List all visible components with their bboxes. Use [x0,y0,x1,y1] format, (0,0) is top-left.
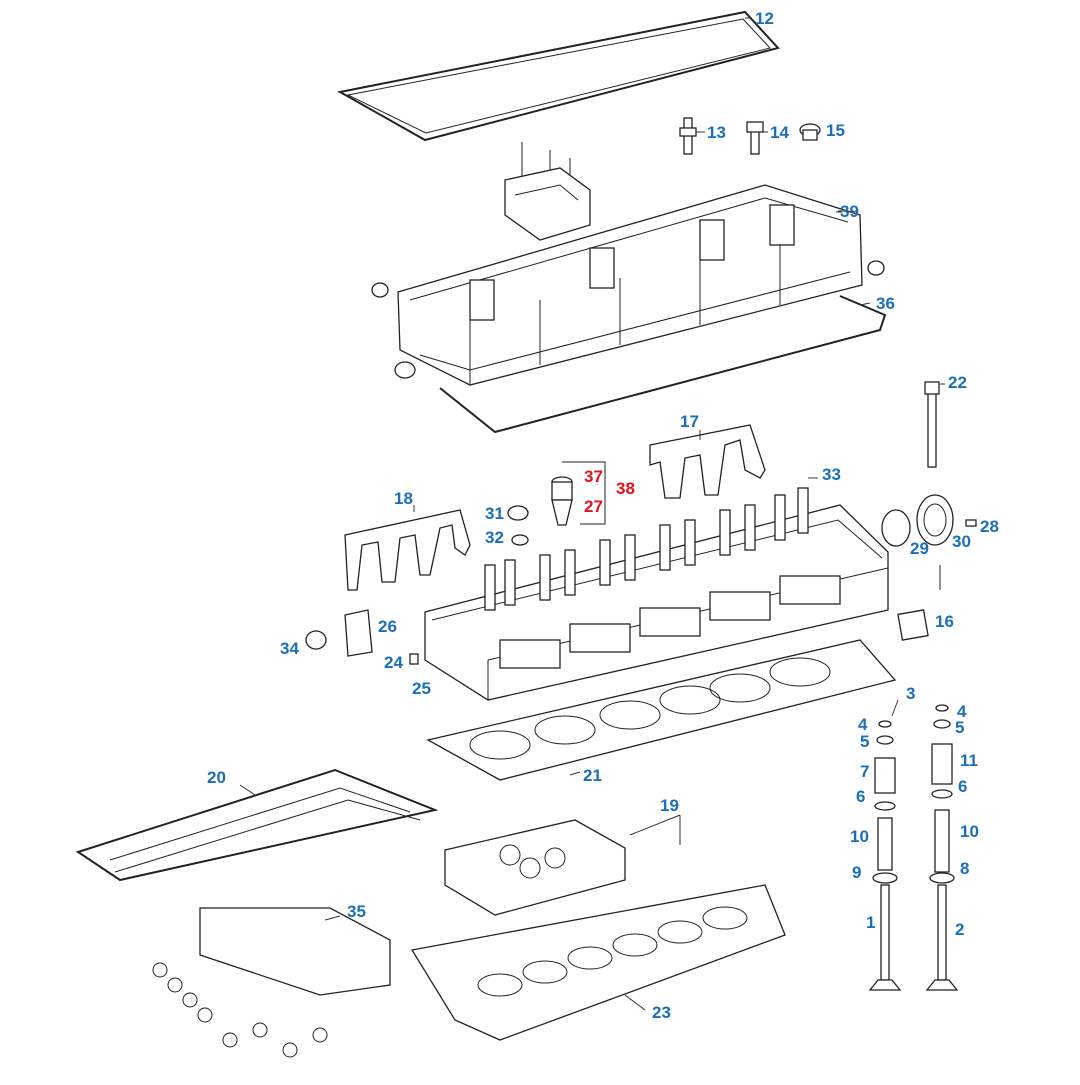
gasket-26 [344,609,373,657]
plug-24 [409,653,419,665]
plug-15 [799,123,821,141]
callout-7: 7 [860,762,869,781]
callout-4a: 4 [858,715,868,734]
callout-3: 3 [906,684,915,703]
sensor-14 [746,121,768,155]
callout-37: 37 [584,467,603,486]
callout-27: 27 [584,497,603,516]
rocker-bracket [504,142,591,241]
callout-13: 13 [707,123,726,142]
callout-21: 21 [583,766,602,785]
kit-box-19 [444,819,626,916]
injector-sleeve-set-38 [551,461,606,526]
head-bolt-22 [924,381,940,468]
callout-18: 18 [394,489,413,508]
callout-33: 33 [822,465,841,484]
screw-28 [965,519,977,527]
callout-10b: 10 [960,822,979,841]
callout-24: 24 [384,653,403,672]
callout-12: 12 [755,9,774,28]
valve-springs-33 [484,477,818,611]
callout-14: 14 [770,123,789,142]
callout-6a: 6 [856,787,865,806]
callout-4b: 4 [957,702,967,721]
callout-20: 20 [207,768,226,787]
plug-31 [507,505,529,521]
callout-32: 32 [485,528,504,547]
callout-17: 17 [680,412,699,431]
callout-34: 34 [280,639,299,658]
callout-6b: 6 [958,777,967,796]
gasket-strip-36 [439,295,887,434]
callout-19: 19 [660,796,679,815]
sensor-13 [679,117,704,155]
flange-gasket-16 [897,565,941,641]
callout-5a: 5 [860,732,869,751]
o-ring-29 [881,509,911,547]
callout-2: 2 [955,920,964,939]
callout-22: 22 [948,373,967,392]
callout-5b: 5 [955,718,964,737]
callout-25: 25 [412,679,431,698]
callout-36: 36 [876,294,895,313]
callout-30: 30 [952,532,971,551]
parts-kit-35 [152,907,391,1058]
callout-15: 15 [826,121,845,140]
leader-lines [239,131,945,1011]
callout-8: 8 [960,859,969,878]
callout-26: 26 [378,617,397,636]
plug-34 [305,630,327,650]
cam-carrier-39 [371,184,885,386]
valve-cover-gasket-12 [337,10,780,142]
cover-30 [916,494,954,546]
callout-16: 16 [935,612,954,631]
bracket-17 [649,424,766,499]
callout-28: 28 [980,517,999,536]
callout-35: 35 [347,902,366,921]
callout-39: 39 [840,202,859,221]
callout-23: 23 [652,1003,671,1022]
callout-9: 9 [852,863,861,882]
callout-29: 29 [910,539,929,558]
callout-38: 38 [616,479,635,498]
seal-32 [511,534,529,546]
callout-1: 1 [866,913,875,932]
gasket-set-20 [75,768,439,882]
valve-assembly-left [868,720,902,991]
callout-10a: 10 [850,827,869,846]
callout-31: 31 [485,504,504,523]
bracket-18 [344,509,471,591]
head-gasket-21 [426,639,897,781]
head-gasket-kit-23 [410,884,786,1041]
valve-assembly-right [925,704,959,991]
callout-11: 11 [960,751,978,770]
cylinder-head-25 [424,504,889,701]
